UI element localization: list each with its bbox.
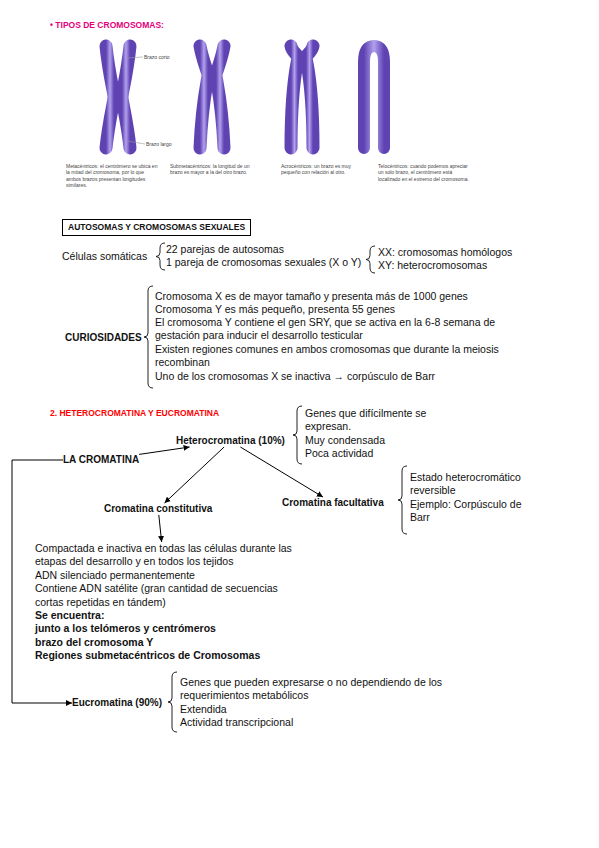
note-text: Genes que difícilmente se expresan. [305, 407, 435, 434]
note-text: Poca actividad [305, 447, 373, 460]
concept-node: Eucromatina (90%) [72, 697, 162, 709]
note-text: El cromosoma Y contiene el gen SRY, que … [155, 316, 515, 343]
part-label: Brazo corto [144, 54, 170, 60]
node-text: LA CROMATINA [63, 454, 139, 466]
brace-bracket [156, 243, 165, 270]
note-text: Genes que pueden expresarse o no dependi… [180, 676, 465, 703]
note-text: XX: cromosomas homólogos [378, 246, 512, 259]
concept-node: Cromatina constitutiva [104, 503, 212, 515]
connector-arrow [139, 447, 189, 454]
node-text: junto a los telómeros y centrómeros [35, 622, 301, 635]
description-list: Compactada e inactiva en todas las célul… [35, 542, 301, 663]
chromatid [216, 46, 224, 148]
note-text: Uno de los cromosomas X se inactiva → co… [155, 370, 515, 383]
concept-node: Heterocromatina (10%) [176, 435, 285, 447]
note-text: Ejemplo: Corpúsculo de Barr [410, 498, 532, 525]
connector-arrow [159, 515, 162, 542]
note-text: Actividad transcripcional [180, 716, 293, 729]
leader-line [127, 57, 143, 58]
node-text: Se encuentra: [35, 609, 301, 622]
note-text: Cromosoma X es de mayor tamaño y present… [155, 290, 515, 303]
node-text: Heterocromatina (10%) [176, 435, 285, 447]
node-text: Regiones submetacéntricos de Cromosomas [35, 649, 301, 662]
node-text: Cromatina constitutiva [104, 503, 212, 515]
concept-node: Cromatina facultativa [282, 497, 384, 509]
node-text: Cromatina facultativa [282, 497, 384, 509]
heading-box: AUTOSOMAS Y CROMOSOMAS SEXUALES [62, 219, 251, 236]
node-text: Contiene ADN satélite (gran cantidad de … [35, 582, 301, 609]
chromosome-illustration [106, 46, 384, 148]
section-heading: 2. HETEROCROMATINA Y EUCROMATINA [50, 408, 219, 419]
section-heading: • TIPOS DE CROMOSOMAS: [50, 20, 164, 31]
node-text: Compactada e inactiva en todas las célul… [35, 542, 301, 569]
chromatid [122, 46, 130, 148]
node-text: Eucromatina (90%) [72, 697, 162, 709]
figure-caption: Submetacéntricos: la longitud de un braz… [170, 163, 262, 176]
part-label: Brazo largo [146, 141, 172, 147]
brace-bracket [144, 286, 153, 388]
brace-bracket [366, 246, 375, 273]
chromatid [200, 46, 208, 148]
note-text: Cromosoma Y es más pequeño, presenta 55 … [155, 303, 515, 316]
note-text: Extendida [180, 703, 227, 716]
figure-caption: Telocéntricos: cuando podemos apreciar u… [378, 163, 470, 182]
note-text: 22 parejas de autosomas [166, 243, 284, 256]
node-text: brazo del cromosoma Y [35, 636, 301, 649]
connector-arrow [12, 460, 72, 703]
chromatid [106, 46, 114, 148]
note-text: 1 pareja de cromosomas sexuales (X o Y) [166, 256, 361, 269]
concept-node: LA CROMATINA [63, 454, 139, 466]
chromatid [291, 46, 298, 148]
node-text: ADN silenciado permanentemente [35, 569, 301, 582]
leader-line [127, 141, 145, 144]
note-text: XY: heterocromosomas [378, 259, 487, 272]
connector-arrow [240, 447, 323, 497]
figure-caption: Metacéntricos: el centrómero se ubica en… [66, 163, 158, 188]
chromatid [306, 46, 313, 148]
brace-bracket [398, 466, 407, 534]
category-label: CURIOSIDADES [65, 331, 142, 344]
note-text: Existen regiones comunes en ambos cromos… [155, 343, 515, 370]
note-text: Muy condensada [305, 434, 385, 447]
connector-arrow [165, 447, 225, 503]
node-text: AUTOSOMAS Y CROMOSOMAS SEXUALES [68, 222, 245, 233]
note-text: Estado heterocromático reversible [410, 471, 540, 498]
figure-caption: Acrocéntricos: un brazo es muy pequeño c… [281, 163, 361, 176]
chromatid [364, 46, 384, 148]
brace-bracket [293, 406, 302, 464]
brace-bracket [168, 672, 177, 732]
category-label: Células somáticas [62, 250, 147, 263]
